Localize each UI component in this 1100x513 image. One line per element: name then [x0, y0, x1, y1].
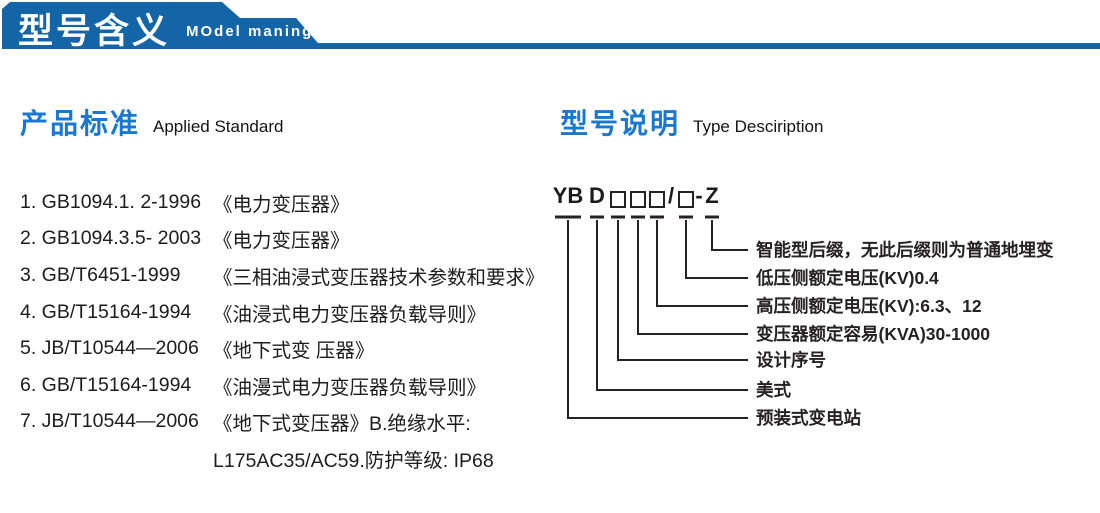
standard-code: 4. GB/T15164-1994 — [20, 300, 192, 323]
callout-label-design-serial: 设计序号 — [756, 350, 826, 370]
connector-line-square-2 — [637, 220, 748, 335]
connector-line-square-3 — [656, 220, 748, 307]
code-segment-slash: / — [667, 183, 675, 208]
callout-label-american-style: 美式 — [756, 380, 791, 400]
code-segment-yb: YB — [552, 183, 584, 208]
page-title: 型号含义 — [18, 12, 171, 51]
standard-title: 《油浸式电力变压器负载导则》 — [213, 303, 487, 326]
standards-title-cn: 产品标准 — [20, 108, 141, 139]
standard-code: 6. GB/T15164-1994 — [20, 373, 192, 396]
standard-row: 7. JB/T10544—2006 《地下式变压器》B.绝缘水平: — [20, 404, 545, 441]
code-square-2 — [630, 191, 646, 208]
page-subtitle: MOdel maning — [186, 23, 314, 40]
banner-shape — [2, 2, 1100, 49]
code-segment-d: D — [589, 183, 605, 208]
header-banner: 型号含义 MOdel maning — [0, 0, 1100, 52]
callout-label-smart-suffix: 智能型后缀，无此后缀则为普通地埋变 — [756, 240, 1054, 260]
standard-row: 3. GB/T6451-1999 《三相油浸式变压器技术参数和要求》 — [20, 257, 545, 294]
connector-line-z — [711, 220, 748, 251]
standard-row: 6. GB/T15164-1994 《油漫式电力变压器负载导则》 — [20, 367, 545, 404]
type-description-panel: 型号说明 Type Desciription — [540, 100, 1100, 500]
standard-row: 1. GB1094.1. 2-1996 《电力变压器》 — [20, 184, 545, 221]
type-section-header: 型号说明 Type Desciription — [560, 110, 823, 138]
standard-row: 5. JB/T10544—2006 《地下式变 压器》 — [20, 330, 545, 367]
code-square-3 — [649, 191, 665, 208]
connector-line-d — [596, 220, 748, 391]
code-segment-dash: - — [695, 183, 703, 208]
code-square-4 — [678, 191, 694, 208]
standard-row: 2. GB1094.3.5- 2003 《电力变压器》 — [20, 221, 545, 258]
callout-label-hv-voltage: 高压侧额定电压(KV):6.3、12 — [756, 296, 982, 316]
callout-label-rated-capacity: 变压器额定容易(KVA)30-1000 — [756, 324, 991, 344]
callout-label-lv-voltage: 低压侧额定电压(KV)0.4 — [756, 268, 939, 288]
standard-title: 《电力变压器》 — [213, 230, 350, 253]
standard-continuation-line: L175AC35/AC59.防护等级: IP68 — [213, 449, 494, 472]
standard-title: 《电力变压器》 — [213, 193, 350, 216]
type-title-cn: 型号说明 — [560, 108, 681, 139]
standards-panel: 产品标准 Applied Standard 1. GB1094.1. 2-199… — [20, 100, 545, 500]
standard-title: 《油漫式电力变压器负载导则》 — [213, 376, 487, 399]
standard-title: 《地下式变压器》B.绝缘水平: — [213, 413, 471, 436]
standard-code: 3. GB/T6451-1999 — [20, 263, 181, 286]
standard-row: 4. GB/T15164-1994 《油浸式电力变压器负载导则》 — [20, 294, 545, 331]
code-segment-z: Z — [705, 183, 719, 208]
banner-polygon — [2, 2, 1100, 49]
model-code-diagram: YB D / - Z 智能型后缀，无此后缀则为普通地埋变 低压侧额定电压(KV)… — [540, 100, 1100, 500]
connector-line-square-1 — [617, 220, 748, 361]
standards-title-en: Applied Standard — [153, 117, 284, 136]
standard-code: 7. JB/T10544—2006 — [20, 410, 199, 433]
connector-svg — [555, 215, 748, 419]
type-title-en: Type Desciription — [693, 117, 824, 136]
standard-code: 5. JB/T10544—2006 — [20, 337, 199, 360]
connector-line-yb — [567, 220, 748, 419]
connector-lines — [567, 220, 748, 419]
standard-code: 1. GB1094.1. 2-1996 — [20, 190, 202, 213]
connector-line-square-4 — [685, 220, 748, 279]
standard-title: 《三相油浸式变压器技术参数和要求》 — [213, 266, 545, 289]
standards-list: 1. GB1094.1. 2-1996 《电力变压器》 2. GB1094.3.… — [20, 184, 545, 477]
code-square-1 — [610, 191, 626, 208]
standard-code: 2. GB1094.3.5- 2003 — [20, 227, 202, 250]
callout-label-prefab-substation: 预装式变电站 — [756, 408, 861, 428]
standard-title: 《地下式变 压器》 — [213, 340, 375, 363]
standards-section-header: 产品标准 Applied Standard — [20, 110, 283, 138]
